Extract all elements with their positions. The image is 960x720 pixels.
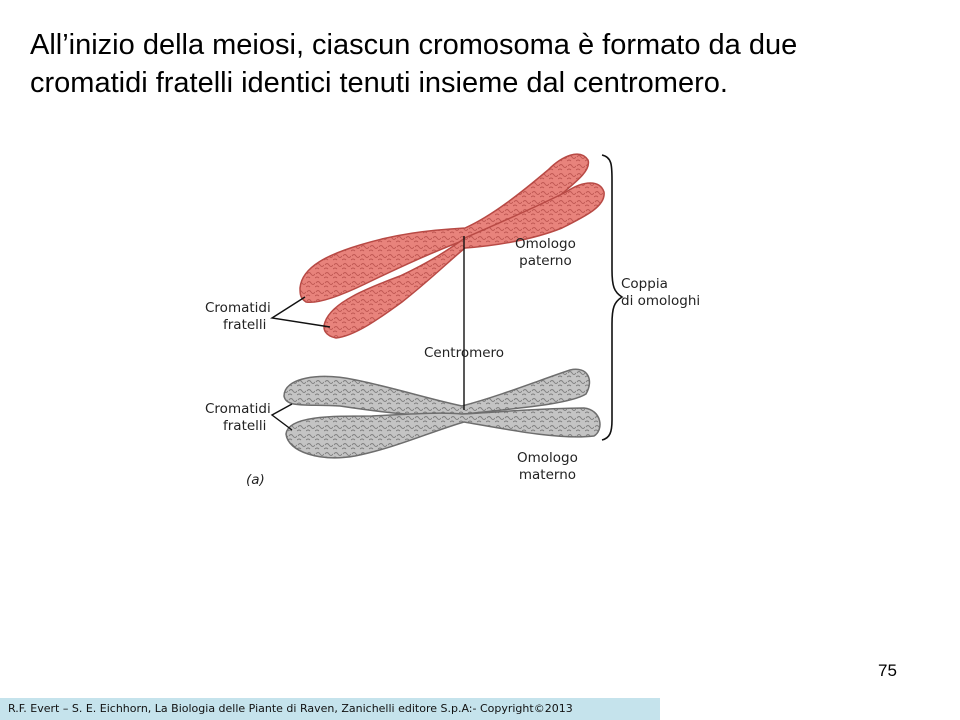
label-paternal-homolog: Omologo paterno [515, 236, 576, 269]
sister-chromatids-top-pointer [270, 296, 331, 328]
homolog-pair-brace [601, 154, 624, 441]
label-maternal-homolog: Omologo materno [517, 450, 578, 483]
sister-chromatids-bottom-pointer [270, 403, 293, 431]
footer-credit: R.F. Evert – S. E. Eichhorn, La Biologia… [0, 698, 660, 720]
page-number: 75 [878, 661, 897, 680]
panel-label: (a) [246, 472, 265, 488]
paternal-homolog [299, 153, 605, 339]
title-line-2: cromatidi fratelli identici tenuti insie… [30, 67, 728, 99]
slide-title: All’inizio della meiosi, ciascun cromoso… [30, 26, 930, 102]
label-sister-chromatids-bottom: Cromatidi fratelli [205, 401, 271, 434]
label-homolog-pair: Coppia di omologhi [621, 276, 701, 309]
label-centromere: Centromero [424, 345, 505, 361]
maternal-homolog [283, 368, 601, 459]
label-sister-chromatids-top: Cromatidi fratelli [205, 300, 271, 333]
title-line-1: All’inizio della meiosi, ciascun cromoso… [30, 29, 798, 61]
